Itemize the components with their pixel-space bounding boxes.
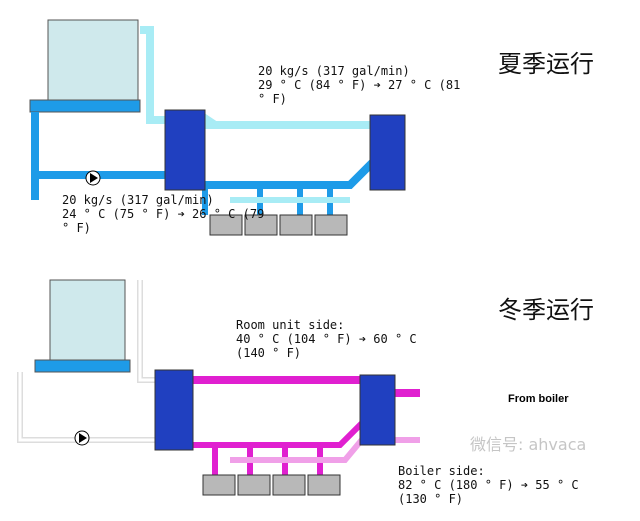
heat-exchanger xyxy=(154,369,194,451)
cooling-tower xyxy=(47,19,139,106)
from-boiler-label: From boiler xyxy=(508,393,569,405)
cooling-tower xyxy=(49,279,126,366)
room-units xyxy=(209,214,348,236)
heat-exchanger xyxy=(359,374,396,446)
pump-arrow-icon xyxy=(79,433,87,443)
flow-line: ° F) xyxy=(62,221,91,235)
winter-system xyxy=(17,279,420,496)
summer-bottom-flow: 20 kg/s (317 gal/min)24 ° C (75 ° F) ➔ 2… xyxy=(62,193,264,235)
flow-line: (140 ° F) xyxy=(236,346,302,360)
flow-line: Boiler side: xyxy=(398,464,485,478)
summer-top-flow: 20 kg/s (317 gal/min)29 ° C (84 ° F) ➔ 2… xyxy=(258,64,460,106)
flow-line: 82 ° C (180 ° F) ➔ 55 ° C xyxy=(398,478,579,492)
heat-exchanger xyxy=(369,114,406,191)
watermark: 微信号: ahvaca xyxy=(470,435,587,454)
summer-system xyxy=(29,19,406,236)
summer-title: 夏季运行 xyxy=(498,50,594,78)
boiler-side-flow: Boiler side:82 ° C (180 ° F) ➔ 55 ° C(13… xyxy=(398,464,579,506)
flow-line: (130 ° F) xyxy=(398,492,464,506)
heat-exchanger xyxy=(164,109,206,191)
hot-pipe xyxy=(180,376,420,397)
return-pipe xyxy=(140,26,175,124)
flow-line: 40 ° C (104 ° F) ➔ 60 ° C xyxy=(236,332,417,346)
flow-line: 24 ° C (75 ° F) ➔ 26 ° C (79 xyxy=(62,207,265,221)
room-side-flow: Room unit side:40 ° C (104 ° F) ➔ 60 ° C… xyxy=(236,318,417,360)
flow-line: 29 ° C (84 ° F) ➔ 27 ° C (81 xyxy=(258,78,461,92)
tower-basin xyxy=(34,359,131,373)
pump-arrow-icon xyxy=(90,173,98,183)
tower-basin xyxy=(29,99,141,113)
supply-pipe xyxy=(205,157,378,189)
flow-line: Room unit side: xyxy=(236,318,345,332)
flow-line: ° F) xyxy=(258,92,287,106)
supply-pipe xyxy=(31,112,174,200)
winter-title: 冬季运行 xyxy=(498,296,594,324)
flow-line: 20 kg/s (317 gal/min) xyxy=(258,64,410,78)
flow-line: 20 kg/s (317 gal/min) xyxy=(62,193,214,207)
room-units xyxy=(202,474,341,496)
return-pipe xyxy=(197,111,375,129)
hot-branch-pipes xyxy=(190,417,368,475)
